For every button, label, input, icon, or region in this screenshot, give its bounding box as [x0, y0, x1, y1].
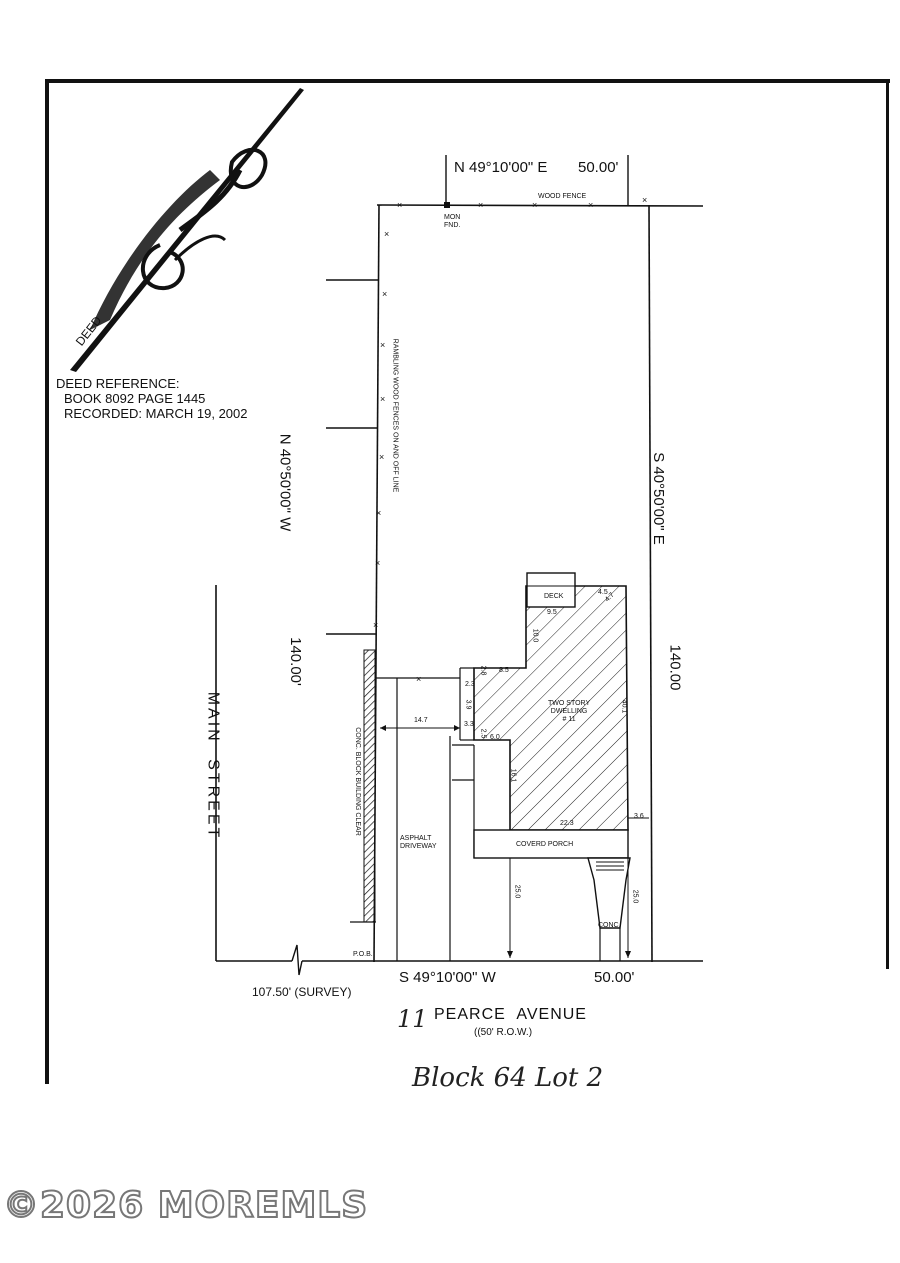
- dim-22-3: 22.3: [560, 820, 574, 827]
- deed-reference-heading: DEED REFERENCE:: [56, 376, 180, 391]
- svg-text:×: ×: [478, 200, 483, 210]
- south-bearing: S 49°10'00" W: [399, 969, 496, 986]
- dim-10-0: 10.0: [531, 628, 539, 643]
- deck: [526, 572, 576, 608]
- copyright-watermark: ©2026 MOREMLS: [2, 1184, 369, 1227]
- dim-3-9: 3.9: [464, 699, 472, 710]
- deed-logo: [70, 88, 304, 372]
- svg-text:×: ×: [380, 340, 385, 350]
- dim-25-0a: 25.0: [513, 884, 521, 899]
- main-street-label: MAIN STREET: [204, 691, 222, 841]
- deed-reference-book: BOOK 8092 PAGE 1445: [64, 391, 206, 406]
- covered-porch: [473, 829, 629, 859]
- block-building: [363, 649, 376, 923]
- handwritten-block-lot: Block 64 Lot 2: [412, 1063, 604, 1093]
- west-distance: 140.00': [286, 637, 304, 686]
- pob-label: P.O.B.: [353, 951, 373, 958]
- dwelling-footprint: [473, 585, 629, 831]
- svg-text:×: ×: [532, 200, 537, 210]
- concrete-label: CONC.: [598, 922, 621, 929]
- survey-distance: 107.50' (SURVEY): [252, 985, 352, 999]
- deed-reference-recorded: RECORDED: MARCH 19, 2002: [64, 406, 248, 421]
- dim-2-3: 2.3: [465, 681, 475, 688]
- pearce-avenue-label: PEARCE AVENUE: [434, 1006, 587, 1023]
- svg-text:×: ×: [379, 452, 384, 462]
- handwritten-house-number: 11: [397, 1005, 428, 1033]
- covered-porch-label: COVERD PORCH: [516, 841, 574, 848]
- north-distance: 50.00': [578, 159, 619, 176]
- svg-text:×: ×: [382, 289, 387, 299]
- frame-left-border: [45, 79, 49, 1084]
- svg-text:×: ×: [373, 620, 378, 630]
- block-building-label: CONC. BLOCK BUILDING CLEAR: [353, 727, 361, 836]
- svg-text:×: ×: [588, 200, 593, 210]
- east-boundary-line: [648, 204, 653, 963]
- pearce-row-label: ((50' R.O.W.): [474, 1027, 533, 1038]
- svg-text:×: ×: [380, 394, 385, 404]
- east-distance: 140.00: [666, 644, 684, 691]
- east-bearing: S 40°50'00" E: [649, 452, 667, 545]
- svg-text:×: ×: [642, 195, 647, 205]
- north-boundary-line: [376, 204, 704, 207]
- dim-16-1: 16.1: [509, 768, 517, 783]
- frame-top-border: [45, 79, 890, 83]
- dim-25-0b: 25.0: [631, 889, 639, 904]
- dim-8-5: 8.5: [499, 667, 509, 674]
- frame-right-border: [886, 79, 889, 969]
- dim-2-5: 2.5: [479, 728, 487, 739]
- dim-9-5: 9.5: [547, 609, 557, 616]
- dwelling-label: TWO STORY DWELLING # 11: [548, 700, 591, 723]
- west-bearing: N 40°50'00" W: [276, 433, 294, 532]
- svg-text:×: ×: [397, 200, 402, 210]
- dim-2-8: 2.8: [479, 665, 487, 676]
- wood-fence-label: WOOD FENCE: [538, 193, 587, 200]
- rambling-fence-label: RAMBLING WOOD FENCES ON AND OFF LINE: [391, 338, 399, 493]
- svg-text:×: ×: [375, 558, 380, 568]
- deck-label: DECK: [544, 593, 564, 600]
- asphalt-driveway-label: ASPHALT DRIVEWAY: [400, 835, 437, 850]
- monument-found-label: MON FND.: [444, 214, 461, 229]
- dim-3-3: 3.3: [464, 721, 474, 728]
- svg-text:×: ×: [384, 229, 389, 239]
- concrete-walk: [587, 857, 631, 929]
- dim-40: 40.1: [620, 699, 628, 714]
- dim-14-7: 14.7: [414, 717, 428, 724]
- deed-reference-block: DEED REFERENCE: BOOK 8092 PAGE 1445 RECO…: [56, 376, 248, 421]
- svg-text:×: ×: [376, 508, 381, 518]
- dim-3-6: 3.6: [634, 813, 644, 820]
- break-symbol: [291, 944, 303, 976]
- dim-6-0: 6.0: [490, 734, 500, 741]
- svg-text:×: ×: [416, 674, 421, 684]
- dim-8-6: 4.5: [598, 589, 608, 596]
- north-bearing: N 49°10'00" E: [454, 159, 548, 176]
- south-distance: 50.00': [594, 969, 635, 986]
